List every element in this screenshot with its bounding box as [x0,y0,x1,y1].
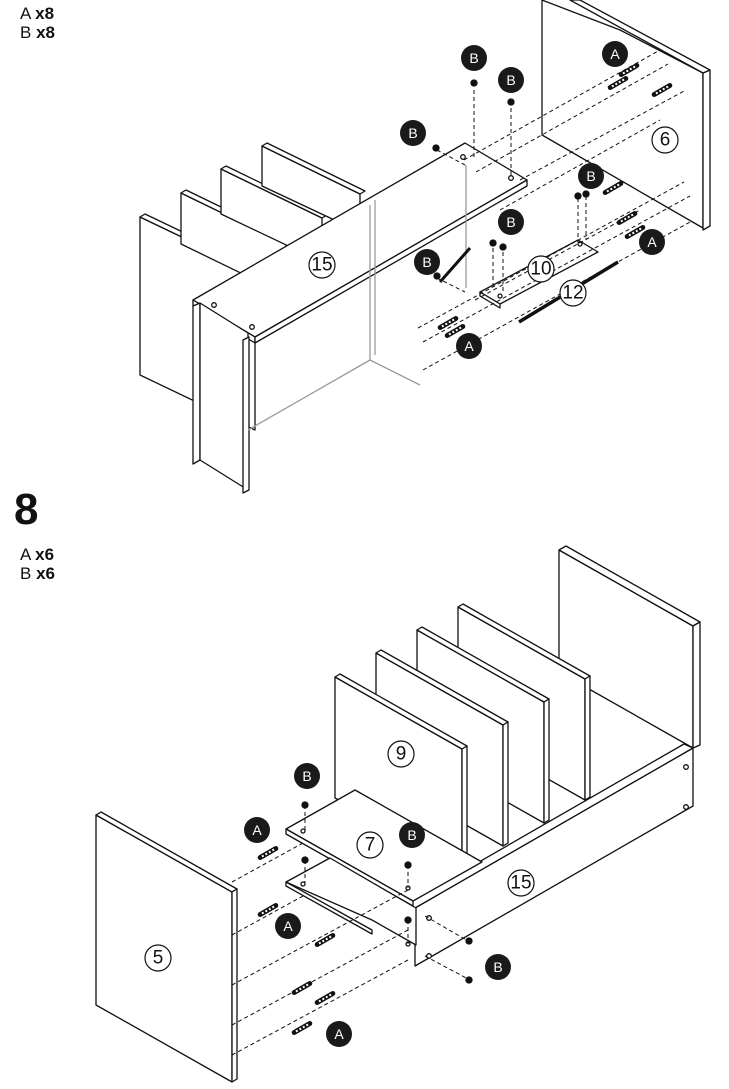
part-label-7: 7 [356,831,384,859]
badge-b: B [498,209,524,235]
part-label-15-step8: 15 [507,869,535,897]
hardware-letter: B [20,564,32,583]
step7-rod-left [438,247,472,283]
svg-text:6: 6 [660,130,671,151]
svg-text:B: B [506,72,515,88]
step7-hardware-b: B x8 [20,23,55,42]
svg-text:10: 10 [530,259,551,280]
step8-back-panel [558,545,701,749]
svg-text:15: 15 [311,255,332,276]
step7-hardware-list: A x8 B x8 [20,4,55,42]
step8-side-panel-5 [95,811,238,1083]
hardware-qty: x6 [35,545,55,564]
svg-text:A: A [647,234,657,250]
step8-hardware-b: B x6 [20,564,55,583]
badge-a: A [275,913,301,939]
step7-end-panel-left [192,302,250,494]
step8-guide-lines [231,805,471,1056]
svg-text:A: A [464,338,474,354]
part-label-6: 6 [651,126,679,154]
svg-text:B: B [469,50,478,66]
part-label-10: 10 [527,255,555,283]
badge-b: B [578,163,604,189]
svg-text:9: 9 [396,744,407,765]
svg-text:15: 15 [510,873,531,894]
badge-a: A [602,41,628,67]
part-label-15-step7: 15 [308,251,336,279]
step8-cam-screws [301,801,473,984]
svg-text:B: B [407,827,416,843]
svg-text:B: B [506,214,515,230]
hardware-letter: B [20,23,32,42]
badge-b: B [414,249,440,275]
hardware-letter: A [20,545,31,564]
badge-a: A [639,229,665,255]
badge-a: A [456,333,482,359]
hardware-qty: x8 [35,4,55,23]
part-label-5: 5 [144,944,172,972]
svg-text:A: A [334,1026,344,1042]
svg-text:A: A [610,46,620,62]
svg-text:B: B [408,125,417,141]
hardware-qty: x8 [36,23,55,42]
step7-hardware-a: A x8 [20,4,55,23]
svg-text:12: 12 [562,283,583,304]
step8-base-panel-15 [405,743,694,967]
svg-text:B: B [493,959,502,975]
svg-text:5: 5 [153,948,164,969]
step8-divider-9 [334,673,468,871]
step8-hardware-a: A x6 [20,545,55,564]
badge-b: B [399,822,425,848]
step8-assembly [95,545,701,1083]
step8-hardware-list: A x6 B x6 [20,545,55,583]
part-label-12: 12 [559,279,587,307]
hardware-qty: x6 [36,564,55,583]
step7-back-panel-outline [247,165,467,431]
step8-number: 8 [14,485,39,534]
badge-b: B [400,120,426,146]
svg-text:A: A [283,918,293,934]
svg-text:B: B [586,168,595,184]
badge-a: A [326,1021,352,1047]
svg-text:A: A [252,822,262,838]
badge-b: B [485,954,511,980]
part-label-9: 9 [387,740,415,768]
badge-b: B [498,67,524,93]
svg-text:B: B [422,254,431,270]
badge-b: B [294,763,320,789]
step7-assembly [139,0,711,494]
step7-cam-screws [432,79,590,280]
svg-text:B: B [302,768,311,784]
badge-b: B [461,45,487,71]
step7-side-panel-6 [541,0,711,231]
hardware-letter: A [20,4,31,23]
svg-text:7: 7 [365,835,376,856]
badge-a: A [244,817,270,843]
